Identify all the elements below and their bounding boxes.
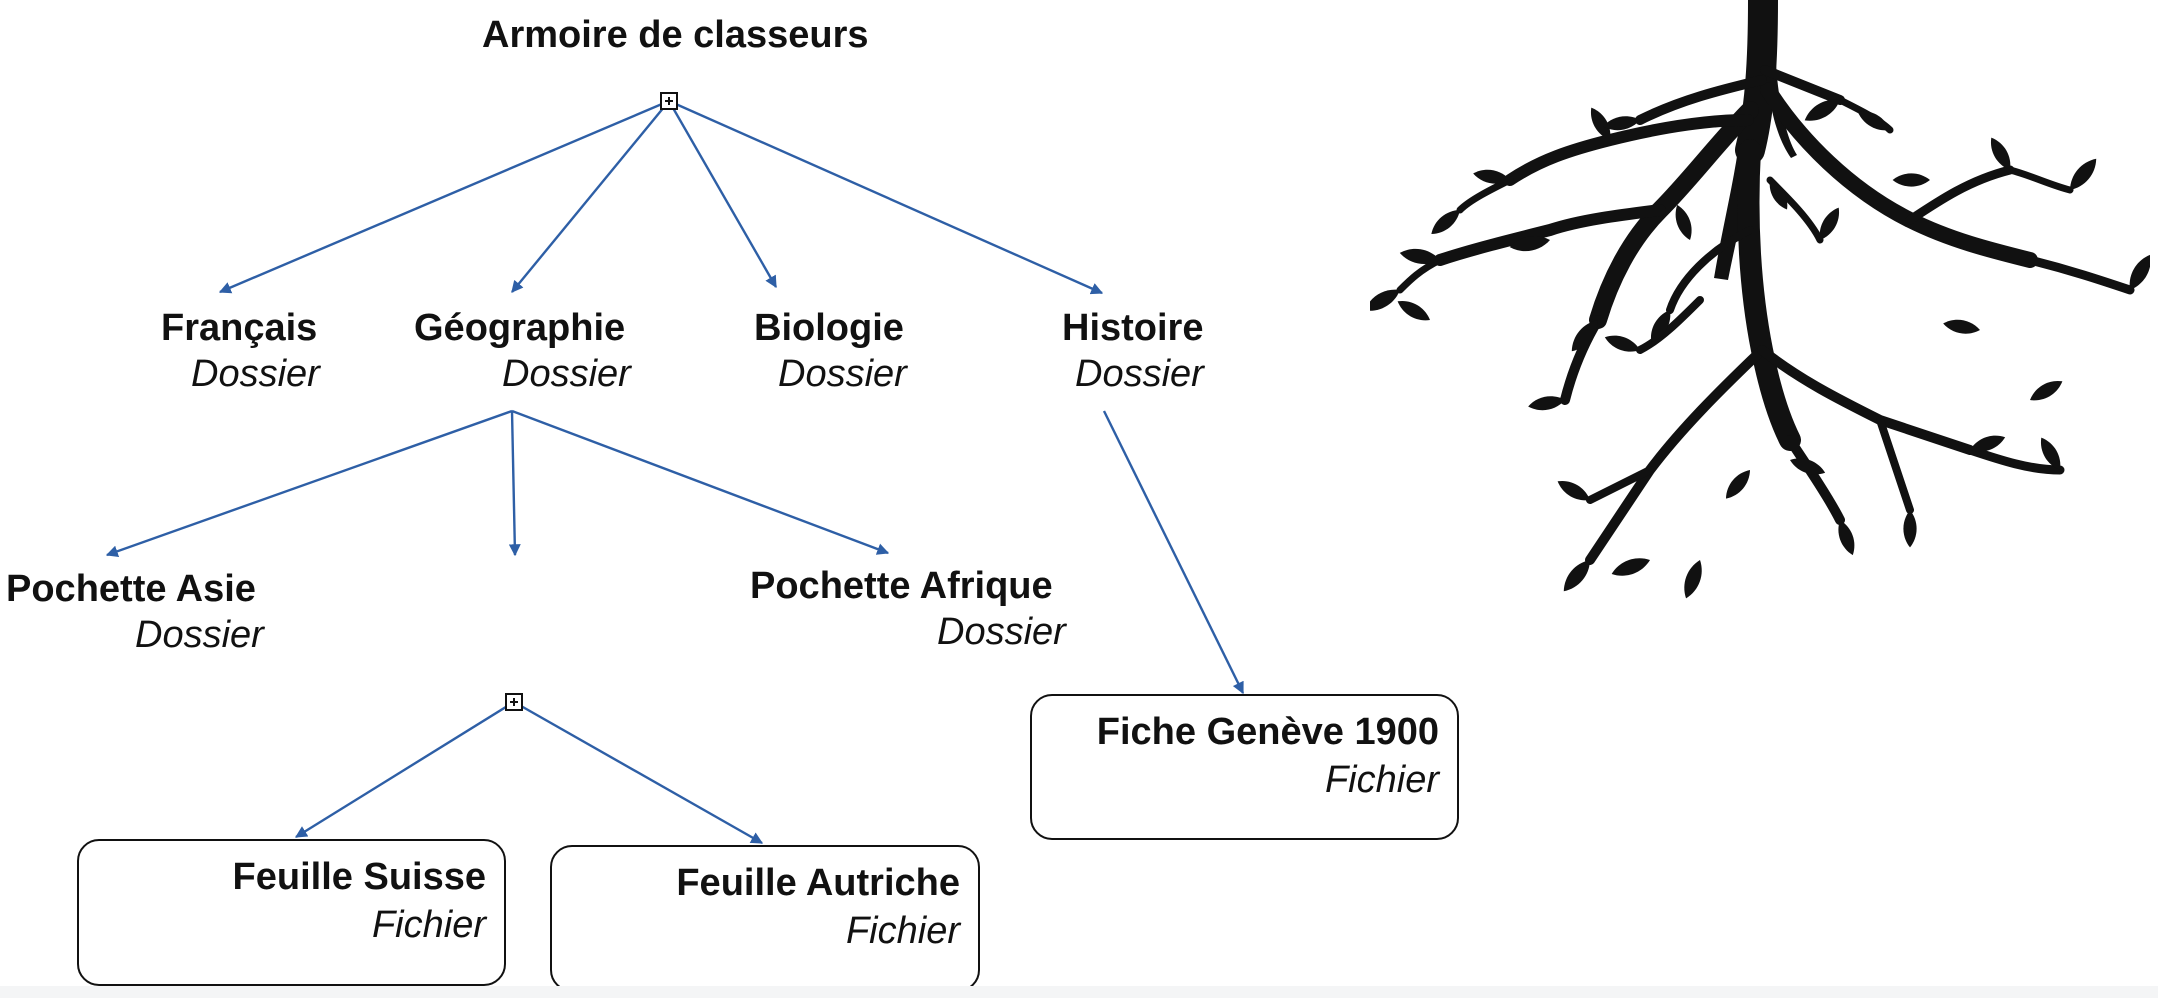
- folder-name: Histoire: [1062, 307, 1204, 349]
- file-kind: Fichier: [845, 909, 960, 952]
- file-node-suisse[interactable]: Feuille Suisse Fichier: [77, 839, 506, 986]
- plus-box-icon[interactable]: [505, 693, 523, 711]
- file-node-autriche[interactable]: Feuille Autriche Fichier: [550, 845, 980, 992]
- folder-node-biologie[interactable]: Biologie Dossier: [754, 306, 907, 397]
- edge-geographie-middle: [508, 410, 521, 557]
- file-name: Fiche Genève 1900: [1096, 711, 1439, 753]
- folder-kind: Dossier: [502, 352, 631, 395]
- file-node-geneve[interactable]: Fiche Genève 1900 Fichier: [1030, 694, 1459, 840]
- pochette-node-afrique[interactable]: Pochette Afrique Dossier: [750, 564, 1066, 655]
- edge-root-francais: [218, 99, 670, 294]
- edge-root-biologie: [667, 100, 778, 289]
- pochette-kind: Dossier: [937, 610, 1066, 653]
- folder-name: Biologie: [754, 307, 904, 349]
- edge-root-geographie: [511, 100, 670, 293]
- folder-kind: Dossier: [191, 352, 320, 395]
- folder-node-francais[interactable]: Français Dossier: [161, 306, 320, 397]
- pochette-name: Pochette Asie: [6, 568, 256, 610]
- folder-kind: Dossier: [1075, 352, 1204, 395]
- root-label: Armoire de classeurs: [482, 14, 869, 56]
- folder-node-geographie[interactable]: Géographie Dossier: [414, 306, 631, 397]
- edge-geographie-afrique: [511, 409, 890, 555]
- file-kind: Fichier: [1324, 758, 1439, 801]
- edge-expander-suisse: [294, 700, 515, 839]
- folder-name: Français: [161, 307, 318, 349]
- edge-geographie-asie: [105, 409, 513, 558]
- pochette-name: Pochette Afrique: [750, 565, 1053, 607]
- folder-name: Géographie: [414, 307, 626, 349]
- file-name: Feuille Autriche: [676, 862, 960, 904]
- file-name: Feuille Suisse: [232, 856, 486, 898]
- folder-node-histoire[interactable]: Histoire Dossier: [1062, 306, 1204, 397]
- folder-kind: Dossier: [778, 352, 907, 395]
- pochette-node-asie[interactable]: Pochette Asie Dossier: [6, 567, 264, 658]
- bottom-band: [0, 986, 2158, 998]
- edge-histoire-geneve: [1102, 410, 1245, 695]
- file-kind: Fichier: [371, 903, 486, 946]
- pochette-kind: Dossier: [135, 613, 264, 656]
- plus-box-icon[interactable]: [660, 92, 678, 110]
- tree-roots-illustration: [1370, 0, 2150, 601]
- edge-expander-autriche: [513, 700, 764, 845]
- edge-root-histoire: [668, 99, 1104, 295]
